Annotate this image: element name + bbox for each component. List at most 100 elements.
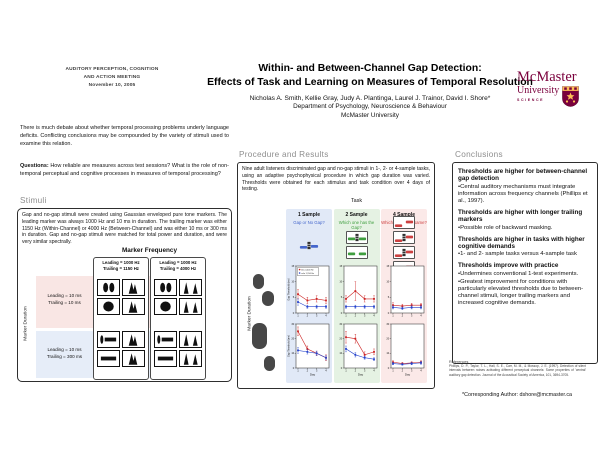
- svg-text:3: 3: [411, 369, 413, 373]
- svg-text:Gap Threshold (ms): Gap Threshold (ms): [288, 278, 291, 300]
- authors: Nicholas A. Smith, Kellie Gray, Judy A. …: [249, 95, 491, 103]
- svg-text:10: 10: [386, 352, 389, 355]
- stimulus-plot-cell: [97, 279, 145, 317]
- conference-info: AUDITORY PERCEPTION, COGNITION AND ACTIO…: [36, 66, 188, 90]
- conclusion-bullet: Central auditory mechanisms must integra…: [458, 184, 592, 205]
- svg-text:1: 1: [345, 314, 347, 318]
- conclusion-bullet: Undermines conventional 1-test experimen…: [458, 271, 592, 278]
- svg-text:10: 10: [291, 352, 294, 355]
- task-label: 1 Sample: [298, 212, 320, 218]
- questions-label: Questions:: [20, 163, 49, 169]
- spectrum-mini-plot: [179, 350, 202, 367]
- svg-text:4: 4: [325, 314, 327, 318]
- svg-text:1: 1: [345, 369, 347, 373]
- svg-text:1: 1: [392, 369, 394, 373]
- task-axis-label: Task: [350, 198, 363, 204]
- stimulus-plot-pair: [97, 298, 145, 315]
- task-stimulus-icons: [286, 232, 332, 258]
- svg-text:4: 4: [325, 369, 327, 373]
- conclusion-statement: Thresholds are higher for between-channe…: [458, 168, 588, 183]
- conference-line: November 10, 2005: [88, 83, 136, 89]
- svg-text:0: 0: [388, 312, 390, 315]
- waveform-mini-plot: [154, 279, 177, 296]
- corresponding-author: *Corresponding Author: dshore@mcmaster.c…: [461, 392, 573, 398]
- stimulus-plot-pair: [97, 350, 145, 367]
- task-question: Which one has the Gap?: [338, 220, 375, 231]
- stimulus-plot-pair: [97, 331, 145, 348]
- logo-sub-wordmark: University: [517, 84, 560, 96]
- svg-text:w/in 1,150 Hz: w/in 1,150 Hz: [301, 273, 314, 275]
- svg-text:4: 4: [420, 314, 422, 318]
- svg-text:2: 2: [402, 369, 404, 373]
- task-column-4-sample: 4 Sample Which pair is the same? 0510151…: [381, 209, 427, 383]
- task-stimulus-icons: [334, 231, 380, 259]
- stimuli-paragraph: Gap and no-gap stimuli were created usin…: [22, 212, 227, 246]
- conclusion-bullet: Greatest improvement for conditions with…: [458, 279, 592, 307]
- svg-text:0: 0: [340, 367, 342, 370]
- svg-text:10: 10: [339, 352, 342, 355]
- task-stimulus-icons: [381, 216, 427, 274]
- spectrum-mini-plot: [179, 331, 202, 348]
- svg-text:2: 2: [402, 314, 404, 318]
- svg-text:1: 1: [392, 314, 394, 318]
- svg-text:5: 5: [293, 296, 295, 299]
- mcmaster-logo: McMaster University SCIENCE: [517, 70, 595, 107]
- duration-row-label: Leading = 10 ms Trailing = 300 ms: [46, 347, 83, 359]
- conclusion-statement: Thresholds improve with practice: [458, 262, 559, 270]
- duration-row-label: Leading = 10 ms Trailing = 10 ms: [47, 293, 82, 305]
- references-label: References: [449, 360, 469, 364]
- svg-text:2: 2: [307, 369, 309, 373]
- svg-text:3: 3: [411, 314, 413, 318]
- stimulus-pair-icon: [393, 216, 415, 229]
- waveform-mini-plot: [154, 298, 177, 315]
- svg-text:4: 4: [420, 369, 422, 373]
- svg-text:Day: Day: [357, 372, 363, 376]
- svg-text:Gap Threshold (ms): Gap Threshold (ms): [288, 335, 291, 357]
- svg-text:15: 15: [339, 265, 342, 268]
- svg-text:30: 30: [291, 323, 294, 326]
- stimulus-plot-pair: [97, 279, 145, 296]
- svg-text:20: 20: [339, 338, 342, 341]
- svg-text:15: 15: [291, 265, 294, 268]
- conclusion-statement: Thresholds are higher in tasks with high…: [458, 235, 585, 250]
- conference-line: AND ACTION MEETING: [83, 75, 141, 81]
- conclusion-bullet: 1- and 2- sample tasks versus 4-sample t…: [458, 251, 592, 258]
- marker-frequency-label: Marker Frequency: [121, 247, 178, 254]
- procedure-heading: Procedure and Results: [239, 150, 329, 159]
- stimulus-plot-cell: [154, 331, 202, 369]
- svg-text:5: 5: [388, 296, 390, 299]
- stimulus-plot-cell: [97, 331, 145, 369]
- spectrum-mini-plot: [122, 331, 145, 348]
- svg-text:5: 5: [340, 296, 342, 299]
- stimuli-section: Gap and no-gap stimuli were created usin…: [17, 208, 232, 382]
- stimulus-plot-pair: [154, 350, 202, 367]
- svg-text:10: 10: [339, 281, 342, 284]
- questions-paragraph: Questions: How reliable are measures acr…: [20, 163, 229, 177]
- svg-text:3: 3: [316, 369, 318, 373]
- stimulus-duration-icon: [253, 274, 264, 289]
- spectrum-mini-plot: [122, 279, 145, 296]
- stimulus-duration-icon: [264, 356, 275, 371]
- conclusions-heading: Conclusions: [455, 150, 503, 159]
- frequency-column-between: Leading = 1000 Hz Trailing = 4000 Hz: [150, 257, 206, 380]
- svg-text:3: 3: [363, 369, 365, 373]
- waveform-mini-plot: [154, 331, 177, 348]
- mcmaster-shield-icon: [562, 85, 580, 107]
- stimulus-pair-icon: [393, 246, 415, 259]
- conclusion-statement: Thresholds are higher with longer traili…: [458, 208, 583, 224]
- conclusion-bullet: Possible role of backward masking.: [458, 225, 592, 232]
- stimulus-plot-cell: [154, 279, 202, 317]
- conference-line: AUDITORY PERCEPTION, COGNITION: [65, 67, 159, 72]
- frequency-column-header: Leading = 1000 Hz Trailing = 4000 Hz: [159, 260, 197, 272]
- svg-text:0: 0: [340, 312, 342, 315]
- spectrum-mini-plot: [179, 298, 202, 315]
- spectrum-mini-plot: [122, 298, 145, 315]
- logo-wordmark: McMaster: [517, 69, 577, 85]
- svg-text:Day: Day: [405, 372, 411, 376]
- intro-paragraph: There is much debate about whether tempo…: [20, 125, 229, 147]
- svg-text:15: 15: [386, 265, 389, 268]
